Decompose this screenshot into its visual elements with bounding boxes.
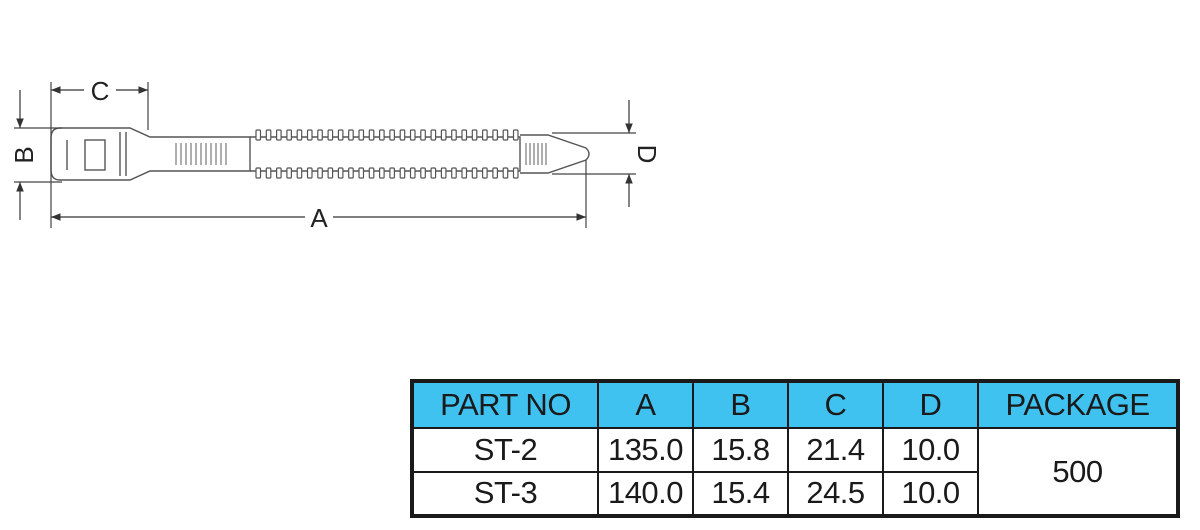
cell-c: 24.5 — [787, 470, 884, 518]
strap-tooth — [306, 167, 313, 179]
table-row: ST-2 135.0 15.8 21.4 10.0 500 — [411, 427, 1179, 517]
tie-teeth — [255, 129, 519, 179]
cell-d: 10.0 — [882, 427, 979, 473]
strap-tooth — [451, 129, 457, 141]
strap-tooth — [471, 129, 478, 141]
header-d: D — [882, 379, 979, 430]
strap-tooth — [430, 129, 437, 141]
strap-tooth — [327, 129, 334, 141]
strap-tooth — [492, 129, 498, 141]
strap-tooth — [512, 167, 519, 179]
strap-tooth — [286, 129, 292, 141]
strap-tooth — [306, 129, 313, 141]
strap-tooth — [255, 129, 262, 141]
strap-tooth — [502, 167, 509, 179]
strap-tooth — [389, 167, 395, 179]
strap-tooth — [348, 129, 354, 141]
strap-tooth — [358, 167, 365, 179]
strap-tooth — [420, 129, 426, 141]
tie-head — [50, 127, 251, 181]
strap-tooth — [296, 129, 303, 141]
strap-tooth — [317, 129, 323, 141]
strap-tooth — [492, 167, 498, 179]
spec-table: PART NO A B C D PACKAGE ST-2 135.0 15.8 … — [410, 379, 1180, 518]
strap-tooth — [337, 167, 344, 179]
strap-tooth — [451, 167, 457, 179]
strap-tooth — [430, 167, 437, 179]
strap-tooth — [368, 129, 375, 141]
strap-tooth — [409, 167, 416, 179]
cable-tie-drawing: A C B D — [9, 76, 660, 233]
tie-tail-tip — [520, 134, 590, 174]
strap-tooth — [482, 167, 488, 179]
cell-part-no: ST-2 — [411, 427, 599, 473]
strap-tooth — [265, 129, 272, 141]
dimension-label-b: B — [9, 146, 39, 163]
strap-tooth — [399, 129, 406, 141]
strap-tooth — [379, 129, 385, 141]
table-header-row: PART NO A B C D PACKAGE — [411, 379, 1179, 430]
strap-tooth — [317, 167, 323, 179]
strap-tooth — [502, 129, 509, 141]
dimension-label-d: D — [632, 145, 660, 164]
table-row: ST-3 140.0 15.4 24.5 10.0 — [411, 470, 1178, 518]
cell-d: 10.0 — [882, 470, 979, 518]
strap-tooth — [420, 167, 426, 179]
strap-tooth — [461, 167, 468, 179]
strap-tooth — [358, 129, 365, 141]
strap-tooth — [440, 129, 447, 141]
header-a: A — [597, 379, 694, 430]
cell-b: 15.8 — [692, 427, 789, 473]
cell-a: 135.0 — [597, 427, 694, 473]
strap-tooth — [409, 129, 416, 141]
strap-tooth — [296, 167, 303, 179]
dimension-lines — [16, 86, 633, 221]
strap-tooth — [482, 129, 488, 141]
cell-part-no: ST-3 — [411, 470, 599, 518]
strap-tooth — [512, 129, 519, 141]
strap-tooth — [286, 167, 292, 179]
strap-tooth — [471, 167, 478, 179]
cell-c: 21.4 — [787, 427, 884, 473]
header-c: C — [787, 379, 884, 430]
strap-tooth — [440, 167, 447, 179]
tie-tip-grip-lines — [525, 143, 547, 165]
dimension-label-a: A — [310, 203, 328, 233]
cell-b: 15.4 — [692, 470, 789, 518]
header-part-no: PART NO — [411, 379, 599, 430]
strap-tooth — [399, 167, 406, 179]
strap-tooth — [348, 167, 354, 179]
tie-grip-lines — [175, 143, 227, 165]
header-b: B — [692, 379, 789, 430]
strap-tooth — [368, 167, 375, 179]
strap-tooth — [276, 167, 282, 179]
dimension-label-c: C — [91, 76, 110, 106]
strap-tooth — [389, 129, 395, 141]
cell-package: 500 — [977, 427, 1179, 517]
strap-tooth — [276, 129, 282, 141]
strap-tooth — [327, 167, 334, 179]
strap-tooth — [337, 129, 344, 141]
strap-tooth — [461, 129, 468, 141]
cell-a: 140.0 — [597, 470, 694, 518]
tie-latch-window — [84, 139, 106, 171]
header-package: PACKAGE — [977, 379, 1179, 430]
strap-tooth — [265, 167, 272, 179]
strap-tooth — [379, 167, 385, 179]
strap-tooth — [255, 167, 262, 179]
tie-strap — [250, 136, 521, 172]
